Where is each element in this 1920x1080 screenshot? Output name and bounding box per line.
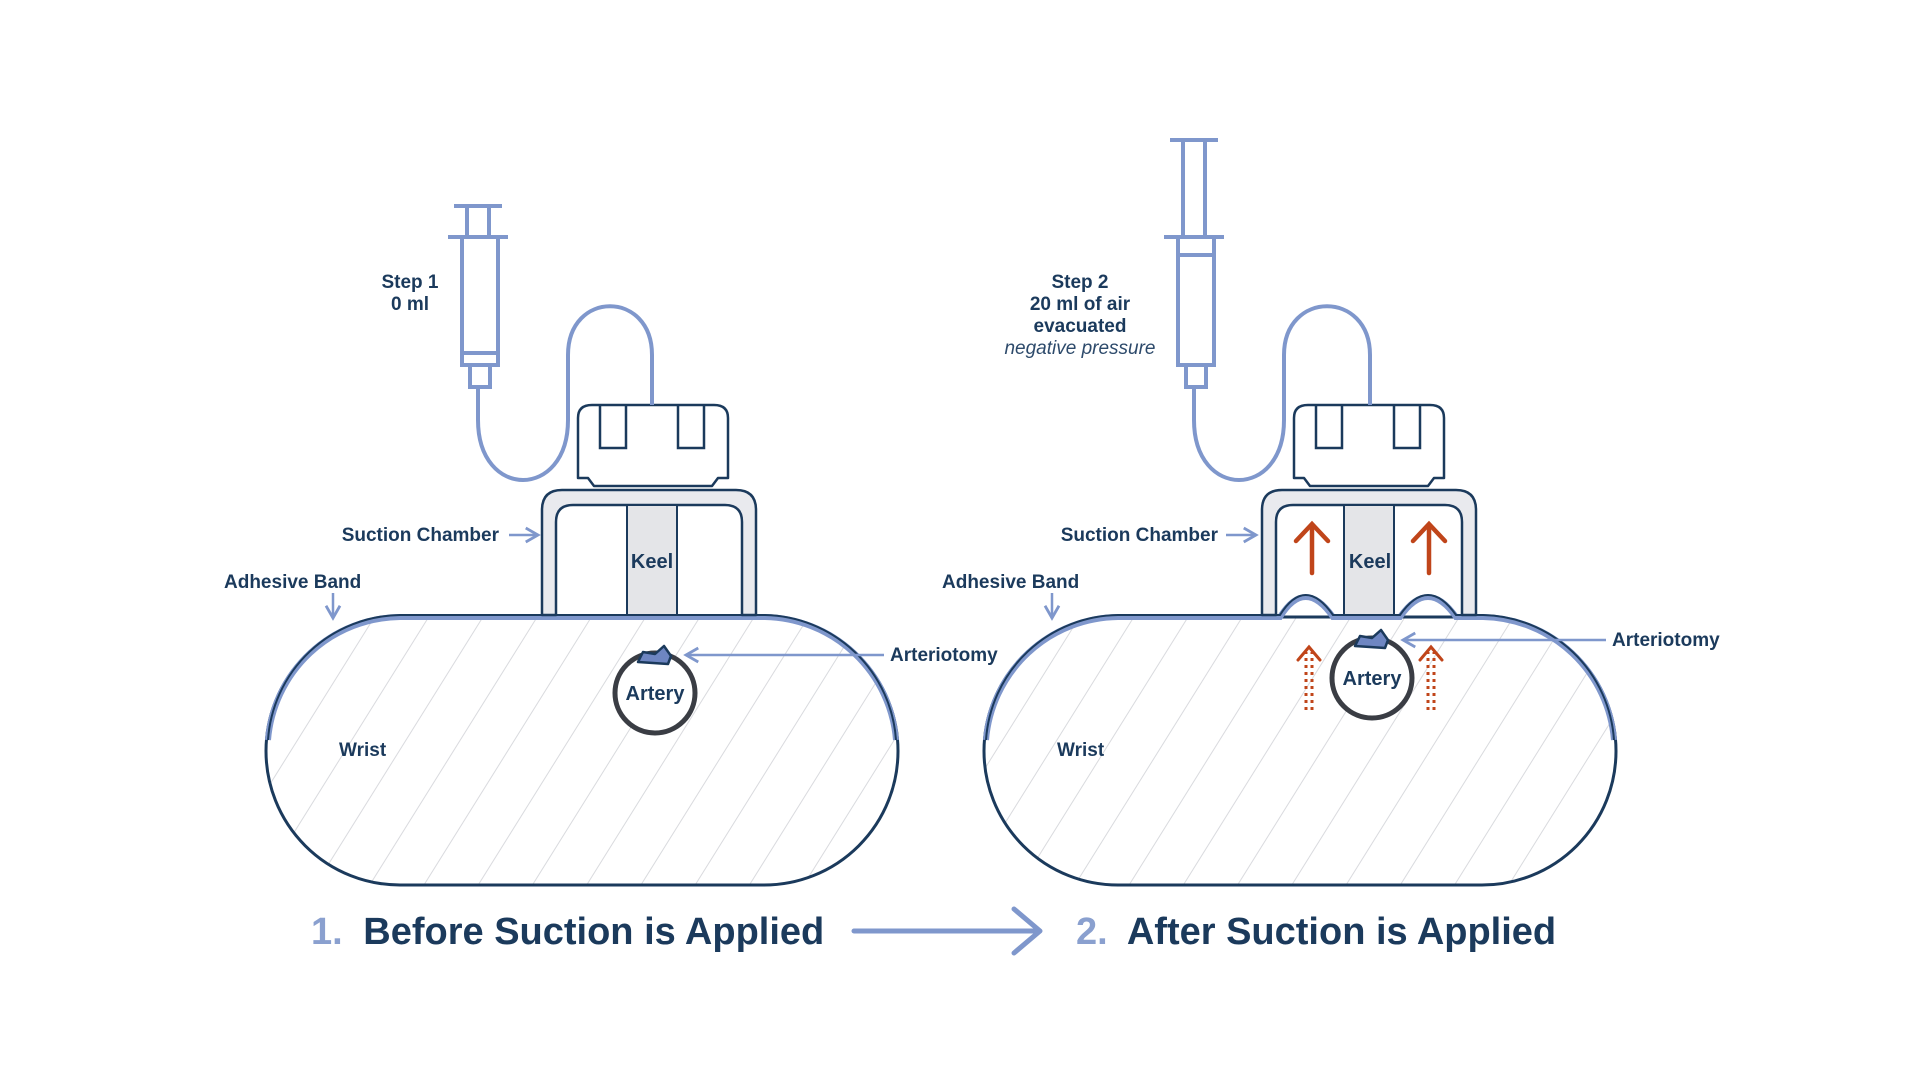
caption-after-number: 2.	[1076, 911, 1108, 953]
lift-arrow-icon	[1296, 644, 1322, 710]
keel-label: Keel	[1349, 551, 1391, 573]
arteriotomy-mark	[636, 644, 673, 666]
arteriotomy-label: Arteriotomy	[1612, 630, 1720, 651]
step2-note: negative pressure	[1004, 338, 1155, 359]
caption-before: 1. Before Suction is Applied	[311, 911, 824, 953]
syringe-icon	[448, 204, 508, 389]
after-panel: Step 2 20 ml of air evacuated negative p…	[942, 138, 1720, 887]
arteriotomy-mark	[1353, 628, 1390, 650]
adhesive-band	[983, 594, 1617, 741]
artery-label: Artery	[626, 683, 686, 705]
pressure-arrow-icon	[1293, 520, 1331, 576]
step2-title: Step 2	[1051, 272, 1108, 293]
artery-label: Artery	[1343, 668, 1403, 690]
syringe-icon	[1164, 138, 1224, 389]
connector-cap	[576, 403, 730, 488]
adhesive-band-label: Adhesive Band	[224, 572, 361, 593]
step1-value: 0 ml	[391, 294, 429, 315]
before-panel: Step 1 0 ml Suction Chamber Adhesive Ban…	[224, 204, 998, 887]
caption-after: 2. After Suction is Applied	[1076, 911, 1556, 953]
lift-arrow-icon	[1418, 644, 1444, 710]
wrist-label: Wrist	[1057, 740, 1105, 761]
suction-chamber	[1260, 488, 1478, 617]
suction-chamber-label: Suction Chamber	[342, 525, 500, 546]
suction-chamber	[540, 488, 758, 617]
caption-before-text: Before Suction is Applied	[363, 911, 824, 953]
keel-label: Keel	[631, 551, 673, 573]
suction-chamber-label: Suction Chamber	[1061, 525, 1219, 546]
wrist-shape	[982, 615, 1618, 887]
adhesive-band-label: Adhesive Band	[942, 572, 1079, 593]
tube	[1192, 304, 1372, 482]
tube	[476, 304, 654, 482]
connector-cap	[1292, 403, 1446, 488]
arrow-right-icon	[851, 906, 1043, 956]
step1-title: Step 1	[381, 272, 438, 293]
step2-line3: evacuated	[1034, 316, 1127, 337]
keel	[626, 504, 678, 616]
wrist-label: Wrist	[339, 740, 387, 761]
pressure-arrow-icon	[1410, 520, 1448, 576]
keel	[1343, 504, 1395, 616]
step2-line2: 20 ml of air	[1030, 294, 1131, 315]
caption-before-number: 1.	[311, 911, 343, 953]
arteriotomy-label: Arteriotomy	[890, 645, 998, 666]
caption-after-text: After Suction is Applied	[1127, 911, 1556, 953]
